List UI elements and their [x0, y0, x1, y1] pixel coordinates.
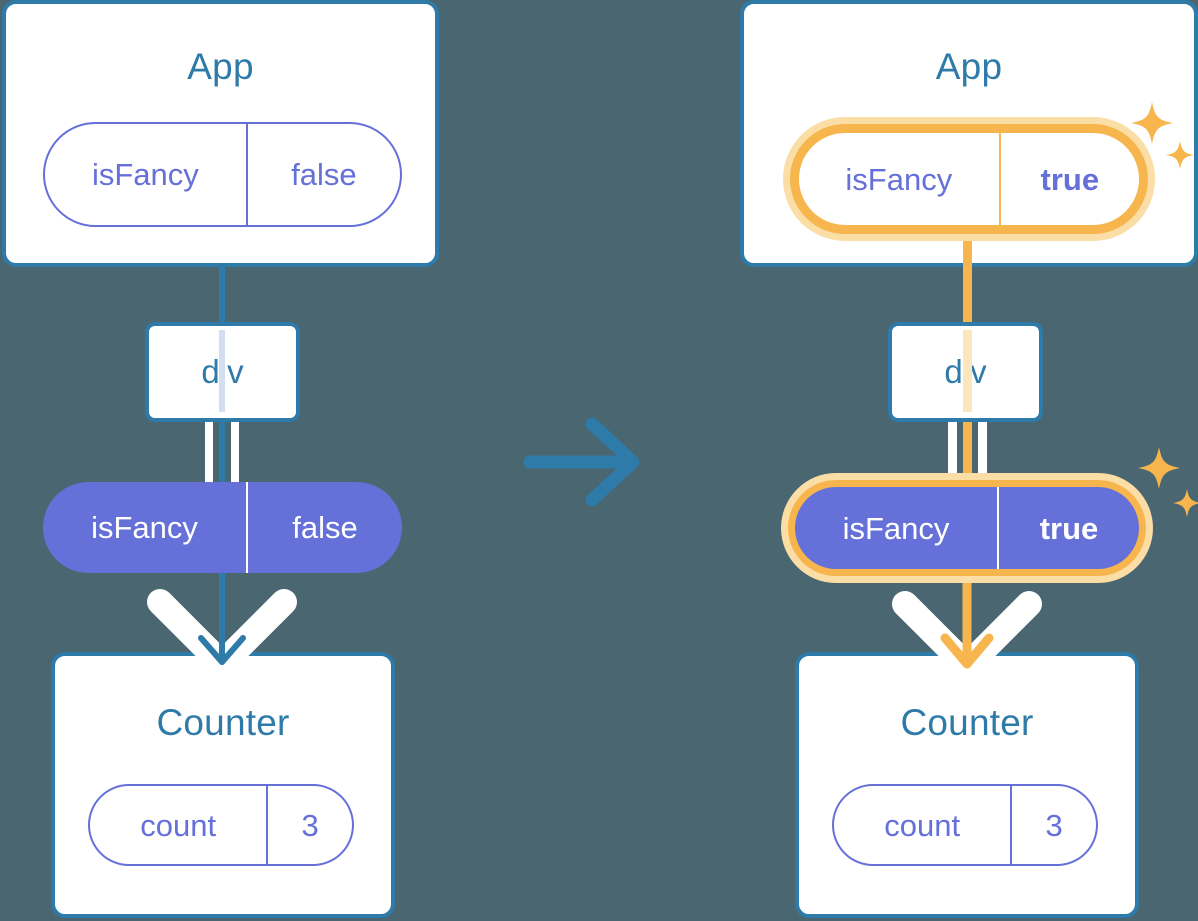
flow-arrow-before	[147, 567, 297, 671]
app-state-pill-after[interactable]: isFancy true	[797, 131, 1141, 227]
sparkles-icon-mid	[1138, 447, 1198, 517]
pill-key: isFancy	[91, 510, 198, 545]
connector-div-to-pill-before	[219, 420, 225, 492]
prop-pill-after[interactable]: isFancy true	[795, 487, 1139, 569]
connector-div-to-pill-white-left-after	[948, 420, 957, 492]
pill-value: 3	[1010, 786, 1096, 864]
app-title: App	[187, 46, 254, 87]
pill-value: true	[997, 487, 1139, 569]
counter-title: Counter	[156, 702, 290, 743]
pill-key: isFancy	[845, 161, 953, 197]
connector-app-to-div-after	[963, 233, 972, 325]
pill-value: 3	[266, 786, 352, 864]
transition-arrow	[523, 417, 640, 507]
connector-div-to-pill-white-right-after	[978, 420, 987, 492]
app-title: App	[935, 46, 1003, 87]
flow-arrow-after	[892, 567, 1042, 673]
connector-through-div-after	[963, 330, 972, 412]
pill-key: count	[140, 807, 217, 843]
connector-div-to-pill-white-left-before	[205, 420, 213, 492]
pill-value: true	[998, 133, 1139, 225]
pill-key: isFancy	[91, 157, 199, 192]
app-state-pill-before: isFancy false	[43, 122, 402, 227]
sparkles-icon-top	[1131, 102, 1194, 169]
counter-state-pill-before: count 3	[88, 784, 354, 866]
connector-app-to-div-before	[219, 263, 225, 325]
counter-state-pill-after: count 3	[832, 784, 1098, 866]
pill-value: false	[245, 124, 400, 225]
prop-pill-before: isFancy false	[43, 482, 402, 573]
pill-key: count	[884, 807, 961, 843]
pill-key: isFancy	[842, 510, 950, 546]
connector-through-div-before	[219, 330, 225, 412]
connector-div-to-pill-after	[963, 420, 972, 492]
counter-title: Counter	[900, 702, 1034, 743]
pill-value: false	[246, 482, 402, 573]
connector-div-to-pill-white-right-before	[231, 420, 239, 492]
